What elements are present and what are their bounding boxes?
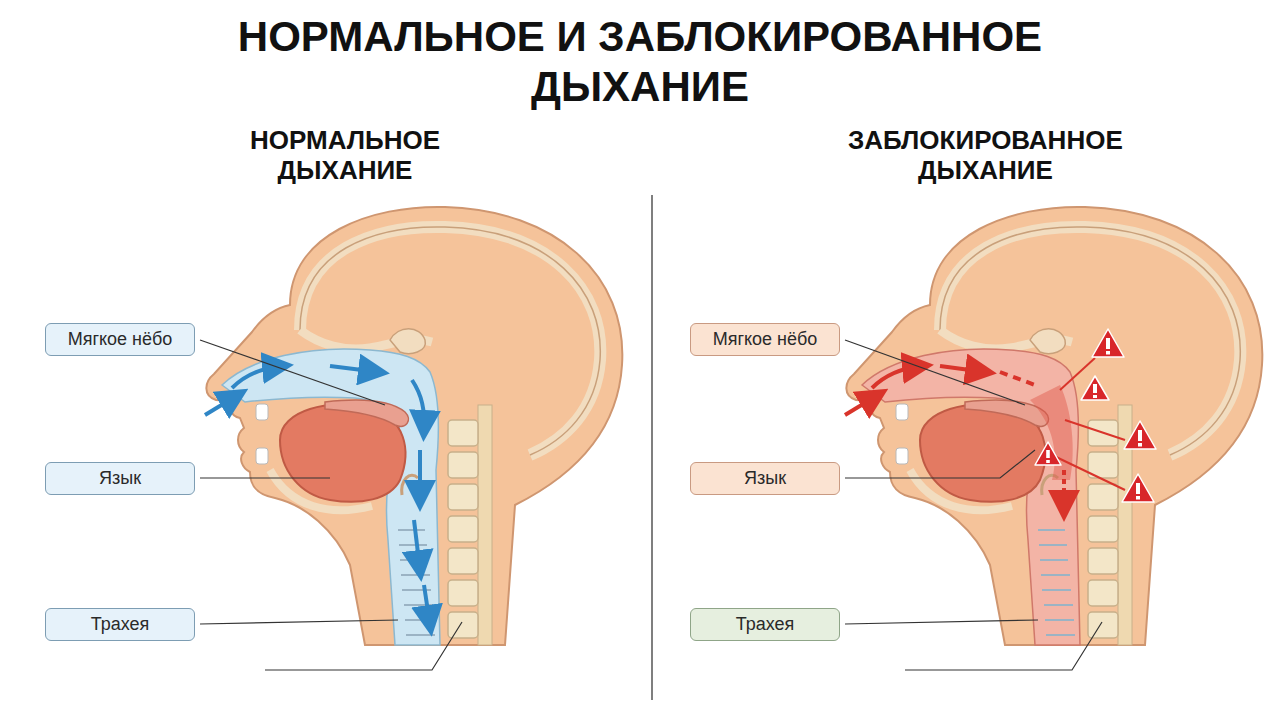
label-box: Трахея (690, 608, 840, 641)
leader-line (200, 340, 385, 405)
airway (222, 349, 440, 645)
mouth-parts (256, 400, 435, 635)
leader-line (845, 450, 1035, 478)
leader-line (845, 340, 1025, 405)
head-outline (206, 207, 622, 645)
mouth-parts (896, 400, 1075, 635)
airflow-arrow (232, 366, 282, 388)
label-text: Язык (99, 468, 141, 489)
section-heading: ЗАБЛОКИРОВАННОЕ ДЫХАНИЕ (848, 125, 1123, 185)
blockage (1030, 385, 1073, 480)
warning-icon (1092, 329, 1124, 357)
airflow-arrow (414, 520, 420, 570)
airflow-arrow (872, 366, 922, 388)
airflow-arrow (1000, 372, 1035, 385)
airflow-arrow (940, 366, 985, 372)
warning-icon (1124, 421, 1156, 449)
label-text: Мягкое нёбо (68, 329, 173, 350)
leader-line (265, 622, 462, 670)
airflow-arrow (424, 585, 430, 625)
label-box: Язык (690, 462, 840, 495)
label-box: Язык (45, 462, 195, 495)
label-text: Трахея (91, 614, 150, 635)
warning-icon (1081, 376, 1109, 400)
leader-lines (845, 340, 1102, 670)
head-outline (846, 207, 1262, 645)
airway (862, 349, 1080, 645)
label-text: Мягкое нёбо (713, 329, 818, 350)
label-text: Трахея (736, 614, 795, 635)
leader-line (200, 477, 330, 478)
leader-line (845, 620, 1038, 624)
airflow-arrow (205, 395, 238, 415)
label-box: Мягкое нёбо (690, 323, 840, 356)
warning-line (1065, 420, 1125, 440)
airflow-arrow (412, 380, 424, 430)
airflow-arrow (845, 395, 878, 415)
airflow-arrows (205, 366, 430, 625)
label-box: Трахея (45, 608, 195, 641)
divider-line (651, 195, 653, 700)
leader-line (200, 620, 398, 624)
warning-icons (1035, 329, 1156, 502)
head-blocked (845, 207, 1262, 645)
airflow-arrow (418, 450, 422, 500)
airflow-arrow (1062, 470, 1066, 510)
leader-lines (200, 340, 462, 670)
warning-lines (1052, 358, 1125, 490)
warning-line (1052, 455, 1125, 490)
diagram-title: НОРМАЛЬНОЕ И ЗАБЛОКИРОВАННОЕ ДЫХАНИЕ (160, 12, 1120, 112)
airflow-arrow (330, 366, 378, 372)
leader-line (905, 622, 1102, 670)
warning-icon (1122, 474, 1154, 502)
airflow-arrows (845, 366, 1064, 510)
label-box: Мягкое нёбо (45, 323, 195, 356)
warning-icon (1035, 442, 1061, 465)
section-heading: НОРМАЛЬНОЕ ДЫХАНИЕ (250, 125, 440, 185)
label-text: Язык (744, 468, 786, 489)
